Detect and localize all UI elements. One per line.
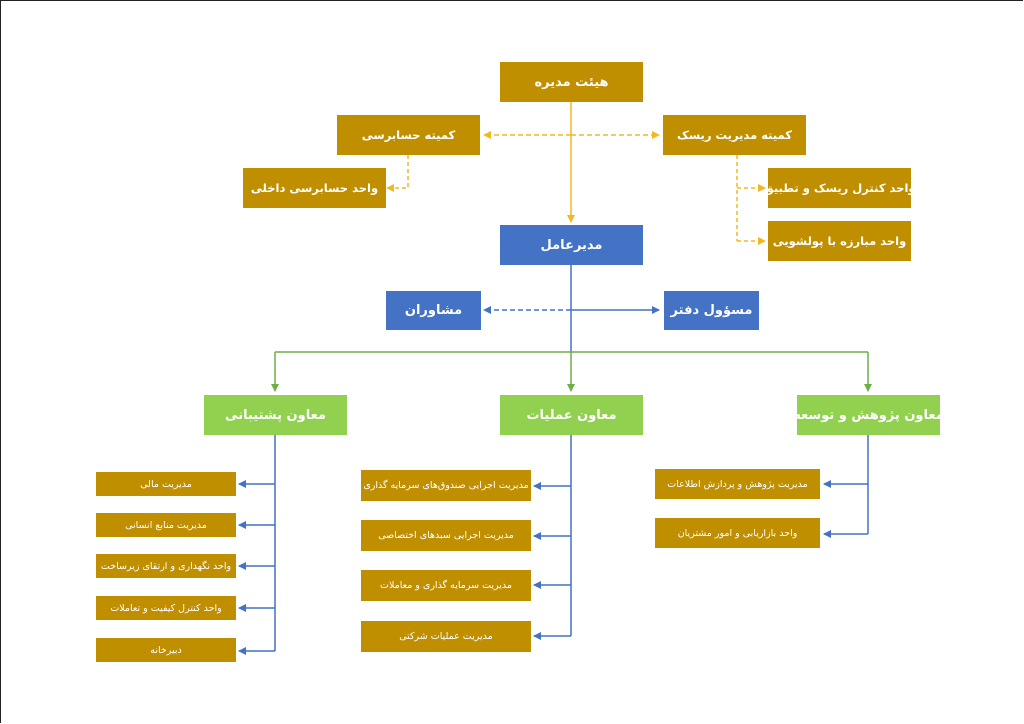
advisors-box[interactable]: مشاوران <box>386 291 481 330</box>
deputy-operations-box[interactable]: معاون عملیات <box>500 395 643 435</box>
board-box[interactable]: هیئت مدیره <box>500 62 643 102</box>
office-manager-box[interactable]: مسؤول دفتر <box>664 291 759 330</box>
risk-committee-box[interactable]: کمیته مدیریت ریسک <box>663 115 806 155</box>
support-unit-box[interactable]: دبیرخانه <box>96 638 236 662</box>
audit-committee-box[interactable]: کمیته حسابرسی <box>337 115 480 155</box>
audit-to-internal-line <box>386 155 409 192</box>
risk-control-box[interactable]: واحد کنترل ریسک و تطبیق <box>763 168 916 208</box>
aml-unit-box[interactable]: واحد مبارزه با پولشویی <box>768 221 911 261</box>
operations-unit-box[interactable]: مدیریت اجرایی سبدهای اختصاصی <box>361 520 531 551</box>
deputy-research-box[interactable]: معاون پژوهش و توسعه <box>793 395 944 435</box>
internal-audit-box[interactable]: واحد حسابرسی داخلی <box>243 168 386 208</box>
operations-unit-box[interactable]: مدیریت عملیات شرکتی <box>361 621 531 652</box>
research-unit-box[interactable]: مدیریت پژوهش و پردازش اطلاعات <box>655 469 820 499</box>
support-unit-box[interactable]: مدیریت منابع انسانی <box>96 513 236 537</box>
support-unit-box[interactable]: مدیریت مالی <box>96 472 236 496</box>
operations-unit-box[interactable]: مدیریت سرمایه گذاری و معاملات <box>361 570 531 601</box>
deputy-support-box[interactable]: معاون پشتیبانی <box>204 395 347 435</box>
operations-unit-box[interactable]: مدیریت اجرایی صندوق‌های سرمایه گذاری <box>361 470 531 501</box>
support-unit-box[interactable]: واحد کنترل کیفیت و تعاملات <box>96 596 236 620</box>
ceo-box[interactable]: مدیرعامل <box>500 225 643 265</box>
support-unit-box[interactable]: واحد نگهداری و ارتقای زیرساخت <box>96 554 236 578</box>
research-unit-box[interactable]: واحد بازاریابی و امور مشتریان <box>655 518 820 548</box>
